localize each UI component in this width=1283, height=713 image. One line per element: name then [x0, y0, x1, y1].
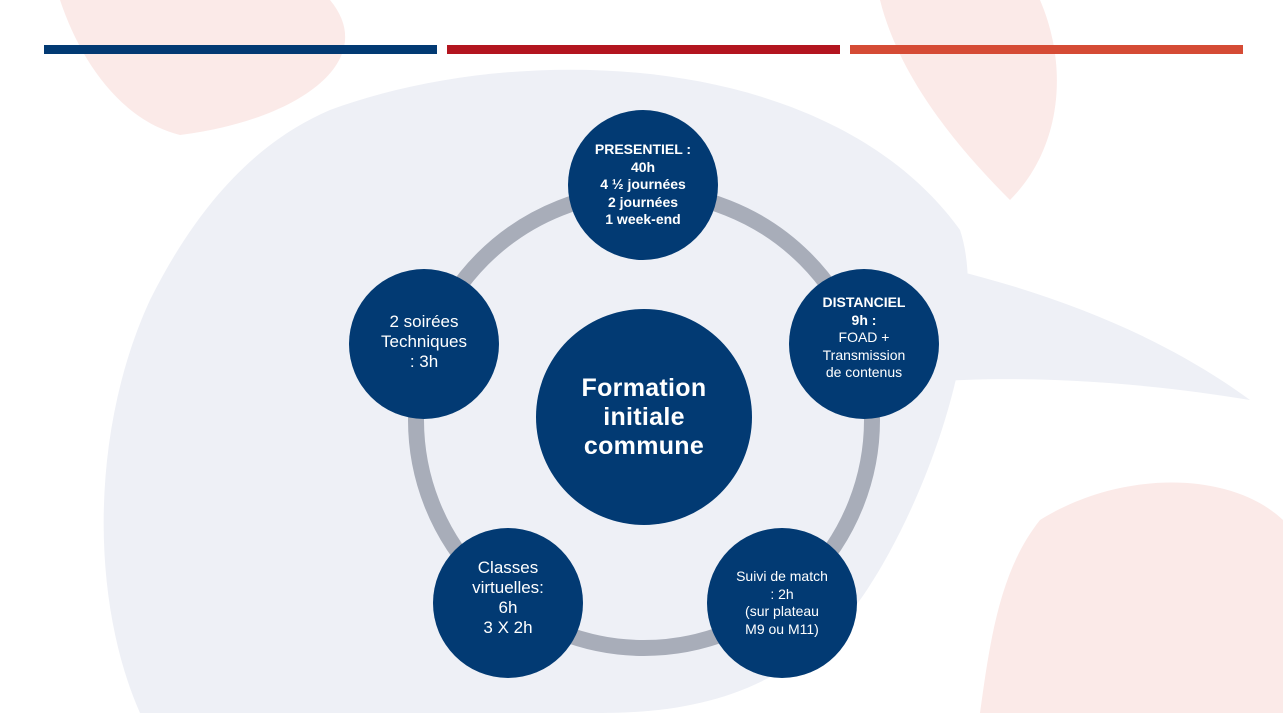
node-line: 4 ½ journées: [600, 176, 686, 193]
node-line: M9 ou M11): [745, 620, 819, 637]
node-line: (sur plateau: [745, 603, 819, 619]
node-line: Transmission: [822, 346, 906, 363]
center-line: initiale: [603, 402, 685, 431]
node-line: 1 week-end: [605, 211, 681, 228]
node-line: de contenus: [825, 364, 903, 381]
node-line: virtuelles:: [472, 578, 544, 597]
center-line: commune: [583, 431, 705, 460]
node-line: 9h :: [851, 311, 877, 328]
node-line: PRESENTIEL :: [594, 141, 692, 158]
node-line: DISTANCIEL: [822, 294, 906, 311]
node-line: 40h: [630, 158, 656, 175]
node-line: 2 soirées: [389, 312, 459, 331]
node-line: Classes: [477, 558, 539, 577]
node-line: : 3h: [409, 352, 439, 371]
node-line: FOAD +: [838, 329, 890, 346]
header-bar-red: [447, 45, 840, 54]
watermark-pink-shape: [980, 482, 1283, 713]
node-presentiel: PRESENTIEL : 40h 4 ½ journées 2 journées…: [568, 110, 718, 260]
center-node: Formation initiale commune: [536, 309, 752, 525]
node-line: 2 journées: [607, 193, 679, 210]
header-bar-orange: [850, 45, 1243, 54]
header-bar-blue: [44, 45, 437, 54]
node-suivi-match: Suivi de match : 2h (sur plateau M9 ou M…: [707, 528, 857, 678]
node-line: 3 X 2h: [483, 618, 533, 637]
node-classes-virtuelles: Classes virtuelles: 6h 3 X 2h: [433, 528, 583, 678]
center-line: Formation: [581, 373, 707, 402]
node-line: Techniques: [380, 332, 467, 351]
node-line: Suivi de match: [736, 568, 828, 584]
node-line: : 2h: [770, 585, 794, 602]
node-distanciel: DISTANCIEL 9h : FOAD + Transmission de c…: [789, 269, 939, 419]
node-line: 6h: [498, 598, 518, 617]
node-soirees-techniques: 2 soirées Techniques : 3h: [349, 269, 499, 419]
watermark-pink-shape: [60, 0, 346, 135]
